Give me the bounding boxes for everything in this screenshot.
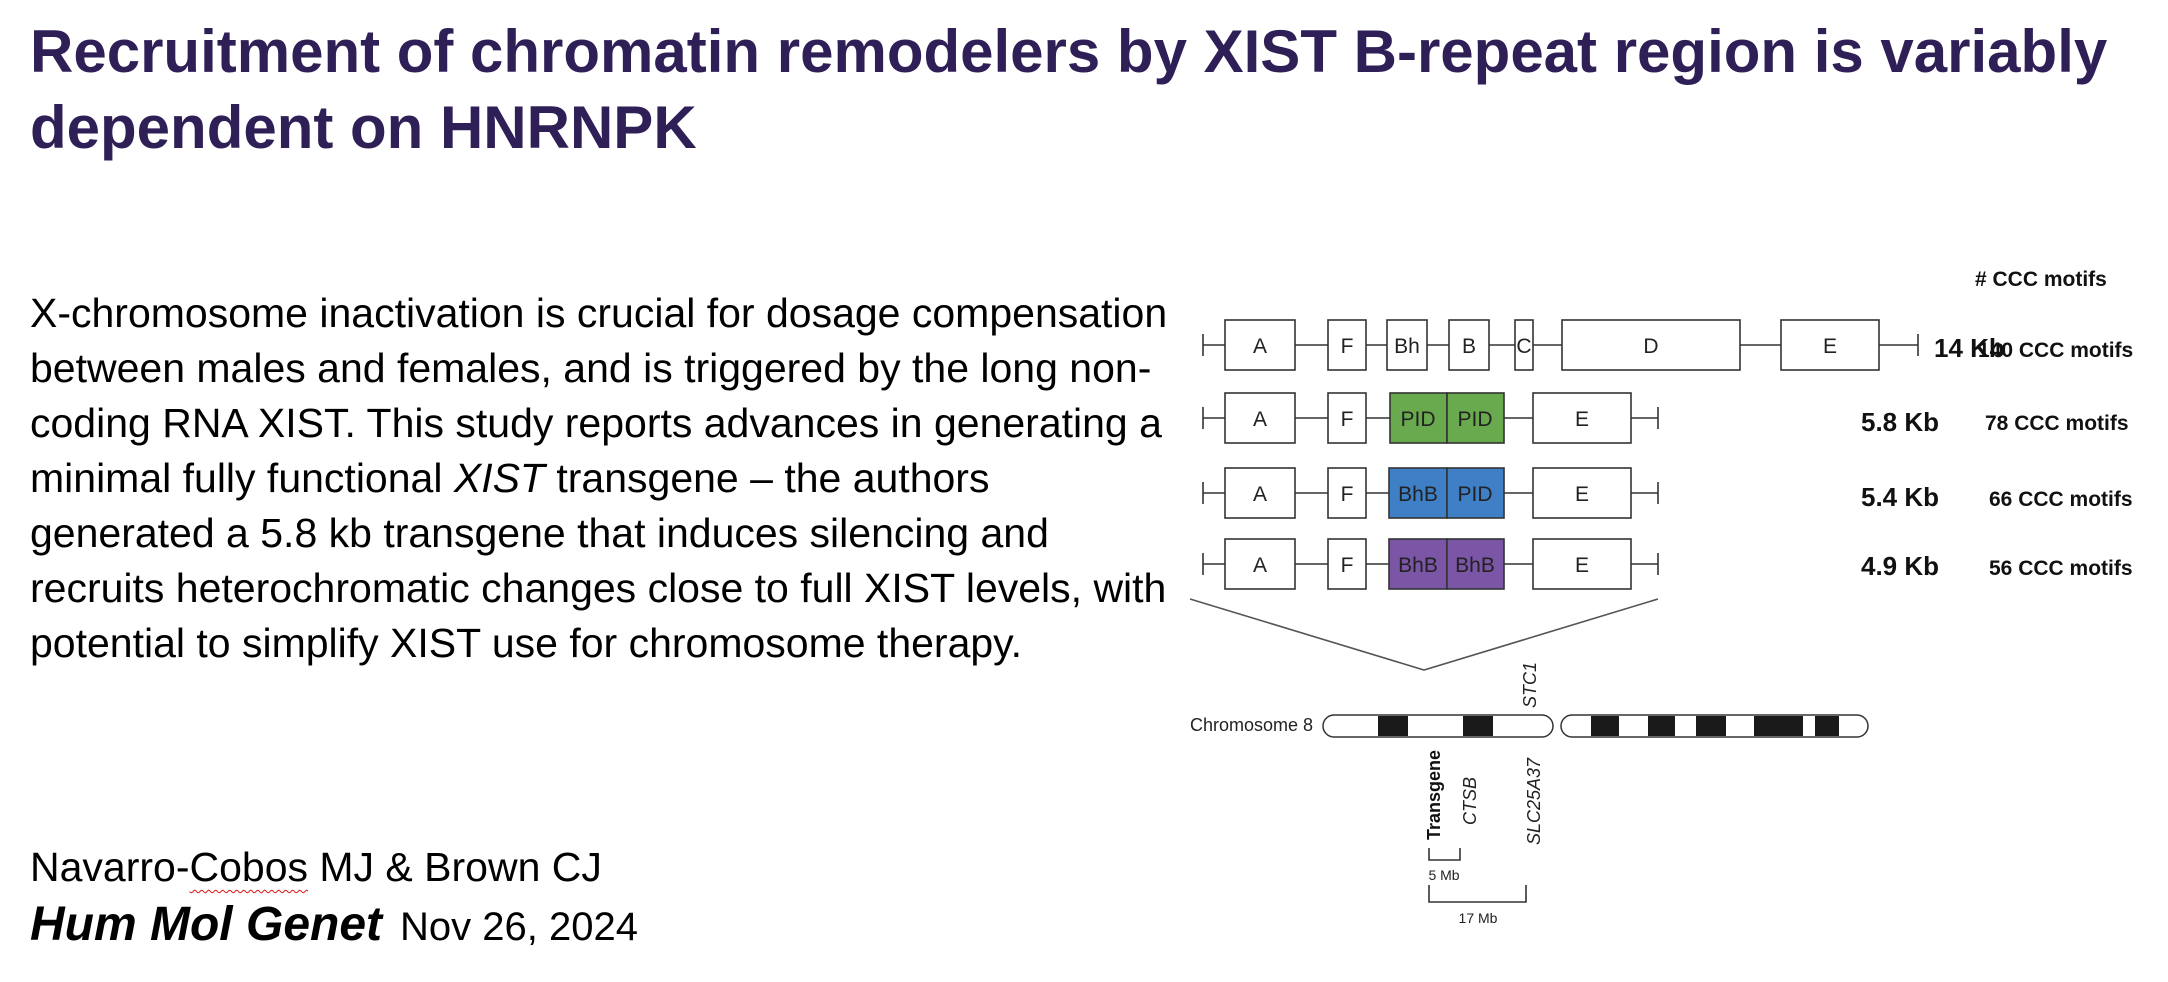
chromosome-ideogram — [1322, 714, 1869, 738]
segment-label: BhB — [1398, 483, 1438, 506]
segment-box — [1561, 319, 1741, 371]
publication-date: Nov 26, 2024 — [400, 905, 638, 949]
segment-box-pid — [1389, 392, 1448, 444]
segment-label: C — [1516, 335, 1531, 358]
segment-box — [1514, 319, 1534, 371]
citation-line: Hum Mol Genet Nov 26, 2024 — [30, 896, 638, 965]
construct-motifs: 140 CCC motifs — [1978, 339, 2133, 362]
construct-5-4-kb — [1202, 467, 1659, 519]
segment-label: Bh — [1394, 335, 1420, 358]
segment-label: E — [1575, 408, 1589, 431]
construct-size: 5.8 Kb — [1861, 407, 1939, 437]
segment-label: E — [1823, 335, 1837, 358]
scale-bar-small — [1428, 848, 1461, 861]
construct-full-xist — [1202, 319, 1919, 371]
chromosome-band — [1378, 716, 1408, 736]
slide-title: Recruitment of chromatin remodelers by X… — [30, 18, 2108, 161]
construct-size: 4.9 Kb — [1861, 551, 1939, 581]
chromosome-band — [1696, 716, 1726, 736]
summary-paragraph: X-chromosome inactivation is crucial for… — [30, 286, 1170, 671]
segment-label: F — [1341, 335, 1354, 358]
authors-prefix: Navarro- — [30, 844, 190, 890]
construct-size: 5.4 Kb — [1861, 482, 1939, 512]
segment-label: PID — [1400, 408, 1435, 431]
segment-box — [1532, 392, 1632, 444]
summary-text-part1: X-chromosome inactivation is crucial for… — [30, 290, 1168, 501]
gene-label-ctsb: CTSB — [1460, 777, 1480, 825]
segment-box — [1224, 538, 1296, 590]
chromosome-band — [1648, 716, 1675, 736]
segment-box-bhb — [1446, 538, 1505, 590]
segment-box — [1327, 392, 1367, 444]
authors-flagged-word: Cobos — [189, 844, 308, 890]
segment-label: PID — [1457, 483, 1492, 506]
xist-construct-figure: # CCC motifs A F Bh B C D E 14 Kb 140 CC… — [1189, 268, 2133, 926]
construct-5-8-kb — [1202, 392, 1659, 444]
authors-line: Navarro-Cobos MJ & Brown CJ — [30, 842, 602, 892]
segment-box — [1224, 319, 1296, 371]
segment-box — [1327, 319, 1367, 371]
segment-label: BhB — [1398, 554, 1438, 577]
segment-box — [1327, 538, 1367, 590]
segment-box — [1448, 319, 1490, 371]
gene-label-stc1: STC1 — [1520, 662, 1540, 708]
construct-4-9-kb — [1202, 538, 1659, 590]
ccc-motifs-header: # CCC motifs — [1975, 268, 2107, 291]
segment-box-bhb — [1388, 467, 1448, 519]
construct-motifs: 56 CCC motifs — [1989, 557, 2133, 580]
segment-label: A — [1253, 483, 1267, 506]
construct-motifs: 66 CCC motifs — [1989, 488, 2133, 511]
chromosome-band — [1815, 716, 1839, 736]
segment-box-pid — [1446, 467, 1505, 519]
segment-box-pid — [1446, 392, 1505, 444]
transgene-label: Transgene — [1424, 750, 1444, 840]
segment-box — [1386, 319, 1428, 371]
chromosome-label: Chromosome 8 — [1190, 715, 1313, 735]
scale-label-small: 5 Mb — [1428, 867, 1459, 883]
segment-label: F — [1341, 554, 1354, 577]
segment-label: BhB — [1455, 554, 1495, 577]
authors-suffix: MJ & Brown CJ — [308, 844, 602, 890]
segment-box — [1224, 467, 1296, 519]
chromosome-band — [1463, 716, 1493, 736]
segment-label: A — [1253, 408, 1267, 431]
segment-label: B — [1462, 335, 1476, 358]
segment-label: E — [1575, 483, 1589, 506]
journal-name: Hum Mol Genet — [30, 898, 383, 951]
chromosome-p-arm — [1322, 714, 1554, 738]
gene-label-slc25a37: SLC25A37 — [1524, 757, 1544, 845]
chromosome-band — [1754, 716, 1803, 736]
summary-text-italic: XIST — [453, 455, 545, 501]
segment-box — [1532, 538, 1632, 590]
segment-box — [1327, 467, 1367, 519]
segment-label: A — [1253, 335, 1267, 358]
segment-label: F — [1341, 483, 1354, 506]
segment-label: D — [1643, 335, 1658, 358]
segment-label: E — [1575, 554, 1589, 577]
zoom-wedge — [1189, 598, 1659, 671]
summary-text-part2: transgene – the authors generated a 5.8 … — [30, 455, 1167, 666]
segment-box — [1780, 319, 1880, 371]
segment-label: PID — [1457, 408, 1492, 431]
construct-motifs: 78 CCC motifs — [1985, 412, 2129, 435]
segment-label: F — [1341, 408, 1354, 431]
segment-label: A — [1253, 554, 1267, 577]
scale-label-large: 17 Mb — [1459, 910, 1498, 926]
chromosome-band — [1591, 716, 1619, 736]
segment-box — [1224, 392, 1296, 444]
construct-size: 14 Kb — [1934, 333, 2005, 363]
scale-bar-large — [1428, 885, 1527, 903]
segment-box — [1532, 467, 1632, 519]
